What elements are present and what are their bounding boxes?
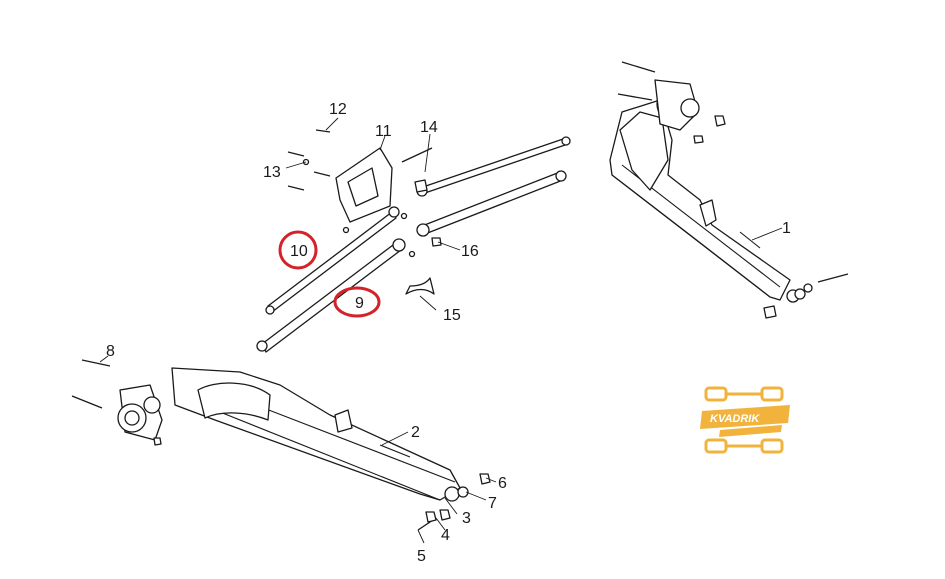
part-1-trailing-arm-right [609, 99, 791, 301]
watermark-logo: KVADRIK [700, 386, 790, 454]
hardware-link-bolts [401, 147, 442, 247]
callout-11: 11 [375, 123, 392, 140]
hardware-left-rear [417, 473, 491, 531]
part-11-bracket [335, 147, 393, 223]
callout-14: 14 [420, 119, 438, 136]
callout-13: 13 [263, 164, 281, 181]
upper-link-long [416, 170, 567, 237]
part-10-lower-link [265, 206, 400, 315]
hub-knuckle-left [117, 384, 163, 441]
part-14-upper-link [416, 136, 571, 197]
hardware-right-hub [617, 61, 726, 144]
callout-4: 4 [441, 527, 450, 544]
callout-15: 15 [443, 307, 461, 324]
callout-5: 5 [417, 548, 426, 565]
highlight-callout-9 [333, 286, 381, 318]
atv-tire-icon [704, 386, 784, 454]
callout-16: 16 [461, 243, 479, 260]
callout-12: 12 [329, 101, 347, 118]
callout-3: 3 [462, 510, 471, 527]
hardware-right-rear [763, 273, 849, 319]
leader-lines [99, 117, 783, 544]
highlight-callout-10 [278, 230, 318, 270]
callout-1: 1 [782, 220, 791, 237]
logo-banner [700, 405, 790, 429]
watermark-text: KVADRIK [710, 413, 760, 425]
callout-7: 7 [488, 495, 497, 512]
callout-10: 10 [290, 243, 308, 260]
callout-2: 2 [411, 424, 420, 441]
hub-knuckle-right [654, 79, 700, 131]
callout-6: 6 [498, 475, 507, 492]
part-15-clip [405, 277, 435, 295]
part-9-lower-link [256, 238, 406, 353]
callout-8: 8 [106, 343, 115, 360]
hardware-bracket-bolts [287, 129, 416, 258]
logo-banner-lower [719, 425, 782, 437]
callout-9: 9 [355, 295, 364, 312]
hardware-left-hub [71, 359, 162, 446]
